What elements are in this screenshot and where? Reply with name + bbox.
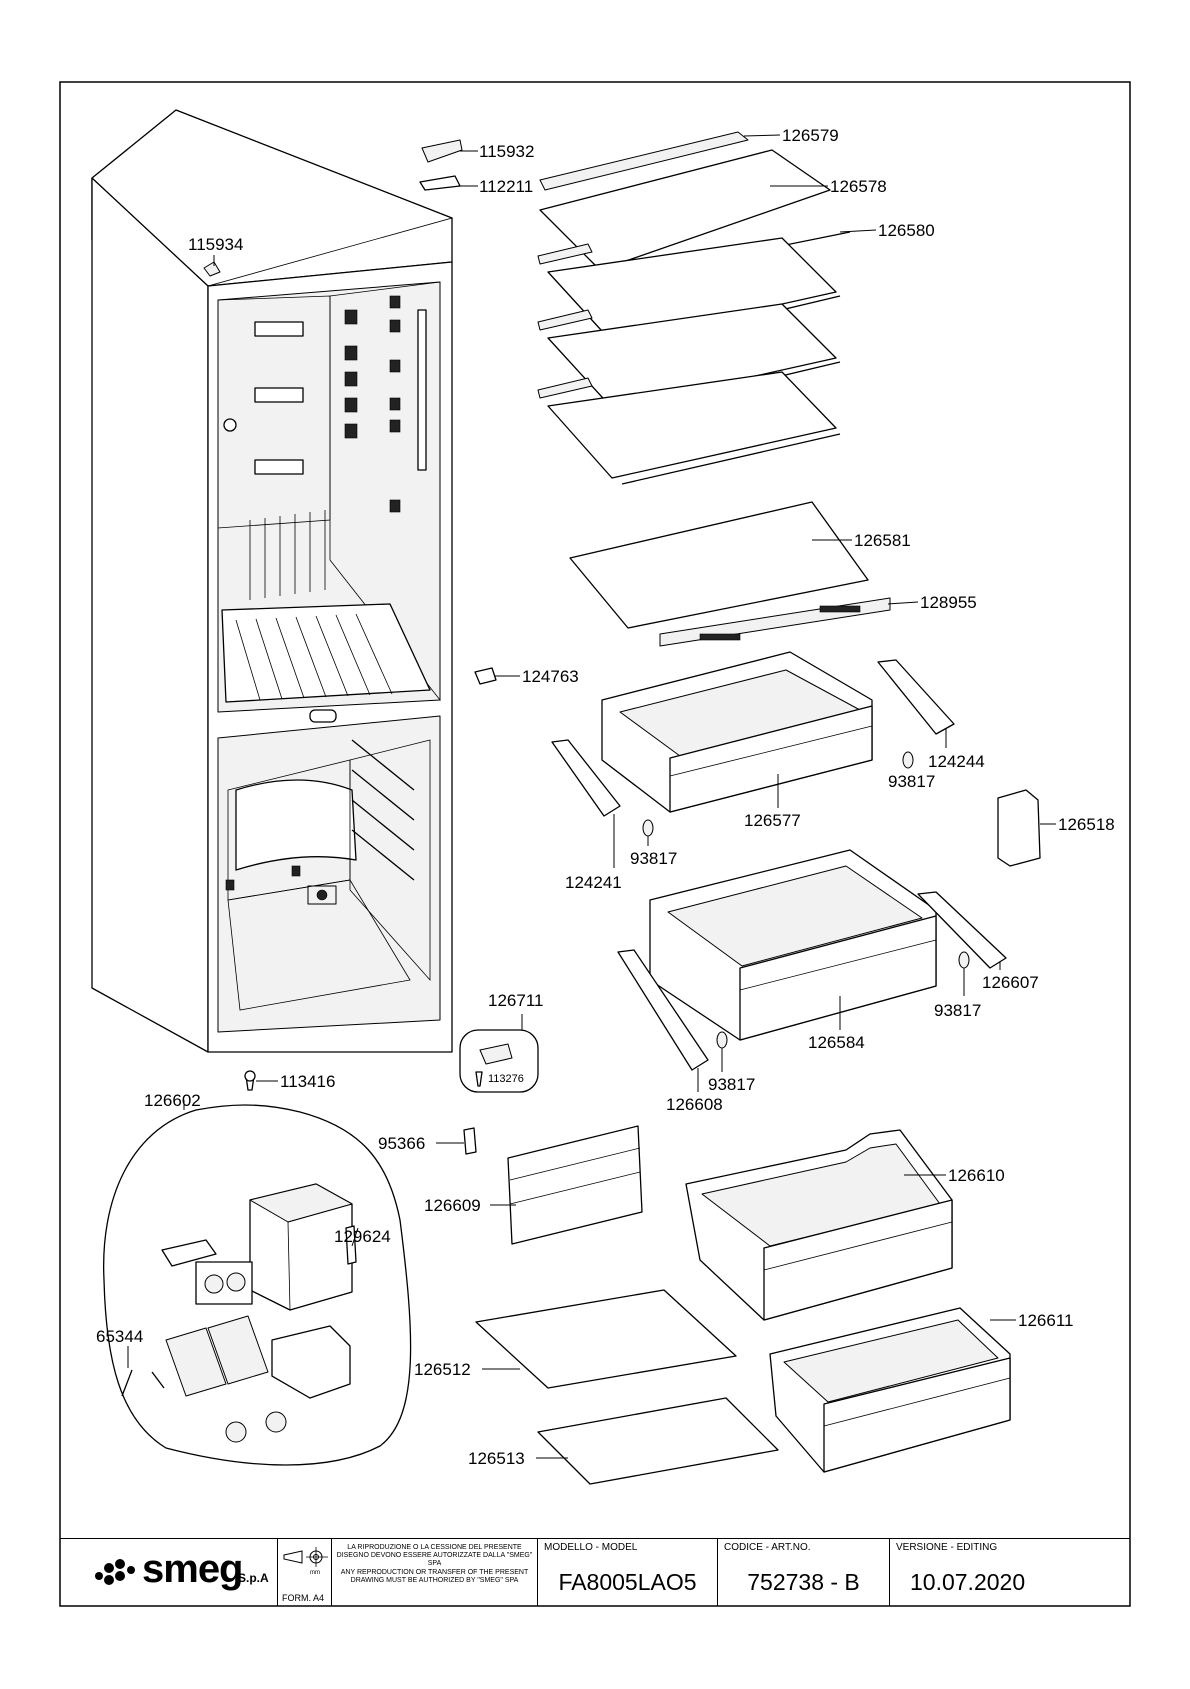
glass-126513-shape (537, 1397, 779, 1485)
label-93817-c: 93817 (934, 1001, 981, 1020)
label-65344: 65344 (96, 1327, 143, 1346)
label-113276: 113276 (488, 1073, 524, 1085)
glass-shelf-128955 (569, 501, 891, 647)
label-126581: 126581 (854, 531, 911, 550)
leader-lines (127, 134, 1056, 1459)
label-126602: 126602 (144, 1091, 201, 1110)
brand-suffix: S.p.A (238, 1571, 269, 1585)
code-cell: CODICE - ART.NO. 752738 - B (718, 1539, 890, 1606)
freezer-drawer-126611 (769, 1307, 1011, 1473)
rail-124241-shape (551, 739, 621, 817)
version-value: 10.07.2020 (910, 1569, 1026, 1595)
clip-95366-shape (463, 1127, 477, 1155)
label-126584: 126584 (808, 1033, 865, 1052)
drawing-frame (59, 81, 1131, 1607)
label-126711: 126711 (488, 991, 543, 1010)
label-126518: 126518 (1058, 815, 1115, 834)
label-124244: 124244 (928, 752, 985, 771)
ribbed-back-panel (249, 510, 326, 600)
freezer-rails (351, 739, 415, 881)
label-126609: 126609 (424, 1196, 481, 1215)
projection-cell: mm FORM. A4 (278, 1539, 332, 1606)
glass-shelf-stack (537, 131, 851, 485)
label-126579: 126579 (782, 126, 839, 145)
label-126608: 126608 (666, 1095, 723, 1114)
label-115932: 115932 (479, 142, 534, 161)
label-93817-b: 93817 (630, 849, 677, 868)
rail-126607-shape (917, 891, 1007, 969)
code-value: 752738 - B (747, 1569, 860, 1595)
label-112211: 112211 (479, 177, 533, 196)
brand-cell: smeg S.p.A (60, 1539, 278, 1606)
roller-93817b-shape (642, 819, 654, 837)
title-block: smeg S.p.A mm FORM. A4 LA RIPRODUZIONE O… (60, 1538, 1130, 1606)
version-caption: VERSIONE - EDITING (896, 1542, 998, 1553)
brand-name: smeg (142, 1547, 243, 1591)
label-115934: 115934 (188, 235, 243, 254)
model-cell: MODELLO - MODEL FA8005LAO5 (538, 1539, 718, 1606)
floor-grille (235, 613, 393, 701)
brand-logo: smeg (94, 1547, 243, 1592)
label-126580: 126580 (878, 221, 935, 240)
shelf-rail-slots (254, 295, 427, 513)
unit-label: mm (310, 1570, 320, 1576)
label-93817-d: 93817 (708, 1075, 755, 1094)
label-124241: 124241 (565, 873, 622, 892)
label-113416: 113416 (280, 1072, 335, 1091)
model-caption: MODELLO - MODEL (544, 1542, 638, 1553)
label-95366: 95366 (378, 1134, 425, 1153)
flap-126609 (507, 1125, 643, 1245)
label-126611: 126611 (1018, 1311, 1073, 1330)
part-labels: 115932 126579 112211 126578 126580 11593… (96, 126, 1115, 1468)
model-value: FA8005LAO5 (558, 1569, 697, 1595)
rail-126608-shape (617, 949, 709, 1071)
version-cell: VERSIONE - EDITING 10.07.2020 (890, 1539, 1130, 1606)
accessory-126518-shape (997, 789, 1041, 867)
rail-124244-shape (877, 659, 955, 735)
drawer-126584 (649, 849, 937, 1041)
label-126578: 126578 (830, 177, 887, 196)
label-128955: 128955 (920, 593, 977, 612)
brand-dots-icon (95, 1559, 135, 1586)
label-126607: 126607 (982, 973, 1039, 992)
label-93817-a: 93817 (888, 772, 935, 791)
fridge-cabinet (91, 109, 454, 1053)
roller-93817a-shape (902, 751, 914, 769)
notice-italian: LA RIPRODUZIONE O LA CESSIONE DEL PRESEN… (336, 1544, 533, 1567)
ice-kit-126602 (102, 1104, 412, 1466)
drawer-126577 (601, 651, 873, 813)
notice-cell: LA RIPRODUZIONE O LA CESSIONE DEL PRESEN… (332, 1539, 538, 1606)
projection-symbol-icon: mm (283, 1547, 328, 1576)
label-124763: 124763 (522, 667, 579, 686)
form-label: FORM. A4 (282, 1593, 325, 1603)
label-126577: 126577 (744, 811, 801, 830)
label-126512: 126512 (414, 1360, 471, 1379)
label-129624: 129624 (334, 1227, 391, 1246)
code-caption: CODICE - ART.NO. (724, 1542, 811, 1553)
glass-126512-shape (475, 1289, 737, 1389)
label-126513: 126513 (468, 1449, 525, 1468)
label-126610: 126610 (948, 1166, 1005, 1185)
freezer-drawer-126610 (685, 1129, 953, 1321)
roller-93817c-shape (958, 951, 970, 969)
notice-english: ANY REPRODUCTION OR TRANSFER OF THE PRES… (340, 1569, 529, 1584)
roller-93817d-shape (716, 1031, 728, 1049)
cabinet-hardware (203, 139, 497, 1091)
